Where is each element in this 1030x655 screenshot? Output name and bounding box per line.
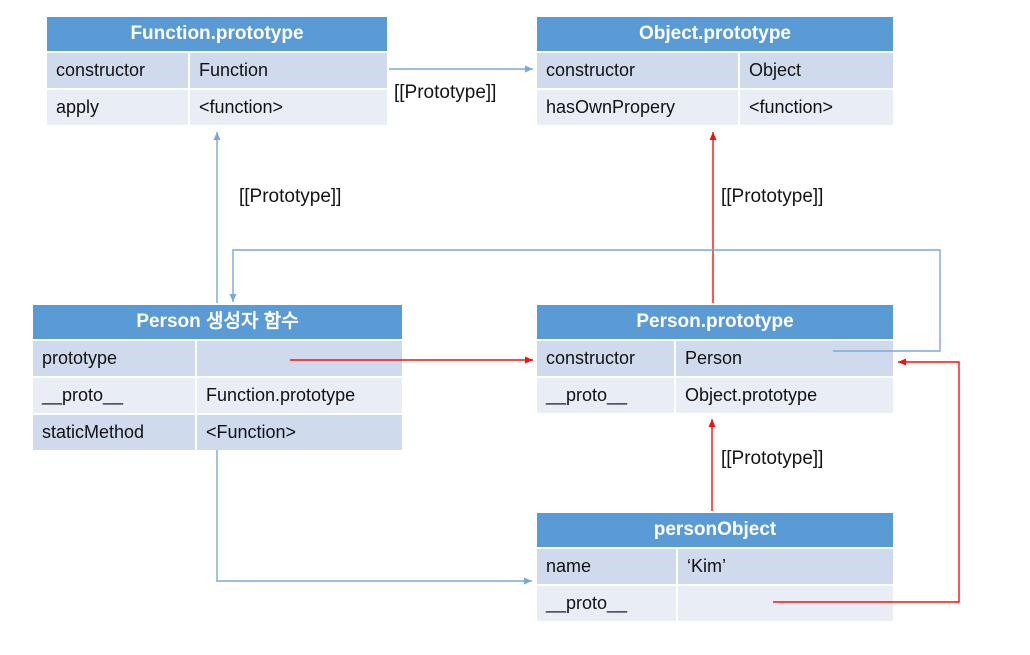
table-title-person-constructor: Person 생성자 함수 xyxy=(33,305,402,339)
row-value: <Function> xyxy=(197,415,402,450)
row-value xyxy=(678,586,893,621)
table-row: __proto__ Function.prototype xyxy=(33,378,402,413)
table-object-prototype: Object.prototype constructor Object hasO… xyxy=(537,17,893,125)
row-key: staticMethod xyxy=(33,415,195,450)
table-row: __proto__ xyxy=(537,586,893,621)
table-row: constructor Person xyxy=(537,341,893,376)
row-value: Object.prototype xyxy=(676,378,893,413)
table-row: constructor Function xyxy=(47,53,387,88)
table-title-person-object: personObject xyxy=(537,513,893,547)
row-value: <function> xyxy=(740,90,893,125)
row-key: apply xyxy=(47,90,188,125)
table-person-prototype: Person.prototype constructor Person __pr… xyxy=(537,305,893,413)
row-key: prototype xyxy=(33,341,195,376)
row-value xyxy=(197,341,402,376)
row-key: __proto__ xyxy=(537,586,676,621)
table-row: constructor Object xyxy=(537,53,893,88)
row-value: Function.prototype xyxy=(197,378,402,413)
row-key: constructor xyxy=(537,53,738,88)
table-row: apply <function> xyxy=(47,90,387,125)
prototype-label-left: [[Prototype]] xyxy=(239,186,342,207)
row-value: ‘Kim’ xyxy=(678,549,893,584)
table-row: __proto__ Object.prototype xyxy=(537,378,893,413)
row-key: constructor xyxy=(47,53,188,88)
table-title-person-prototype: Person.prototype xyxy=(537,305,893,339)
table-row: name ‘Kim’ xyxy=(537,549,893,584)
prototype-label-bottom-right: [[Prototype]] xyxy=(721,448,824,469)
table-row: hasOwnPropery <function> xyxy=(537,90,893,125)
row-value: Person xyxy=(676,341,893,376)
prototype-label-right: [[Prototype]] xyxy=(721,186,824,207)
table-title-object-prototype: Object.prototype xyxy=(537,17,893,51)
row-value: Function xyxy=(190,53,387,88)
row-value: <function> xyxy=(190,90,387,125)
row-key: hasOwnPropery xyxy=(537,90,738,125)
row-key: constructor xyxy=(537,341,674,376)
row-key: name xyxy=(537,549,676,584)
row-value: Object xyxy=(740,53,893,88)
table-title-function-prototype: Function.prototype xyxy=(47,17,387,51)
table-row: staticMethod <Function> xyxy=(33,415,402,450)
arrow-person-constructor-to-person-object xyxy=(216,450,532,585)
row-key: __proto__ xyxy=(33,378,195,413)
table-person-constructor: Person 생성자 함수 prototype __proto__ Functi… xyxy=(33,305,402,450)
table-row: prototype xyxy=(33,341,402,376)
table-function-prototype: Function.prototype constructor Function … xyxy=(47,17,387,125)
table-person-object: personObject name ‘Kim’ __proto__ xyxy=(537,513,893,621)
prototype-label-top: [[Prototype]] xyxy=(394,82,497,103)
row-key: __proto__ xyxy=(537,378,674,413)
